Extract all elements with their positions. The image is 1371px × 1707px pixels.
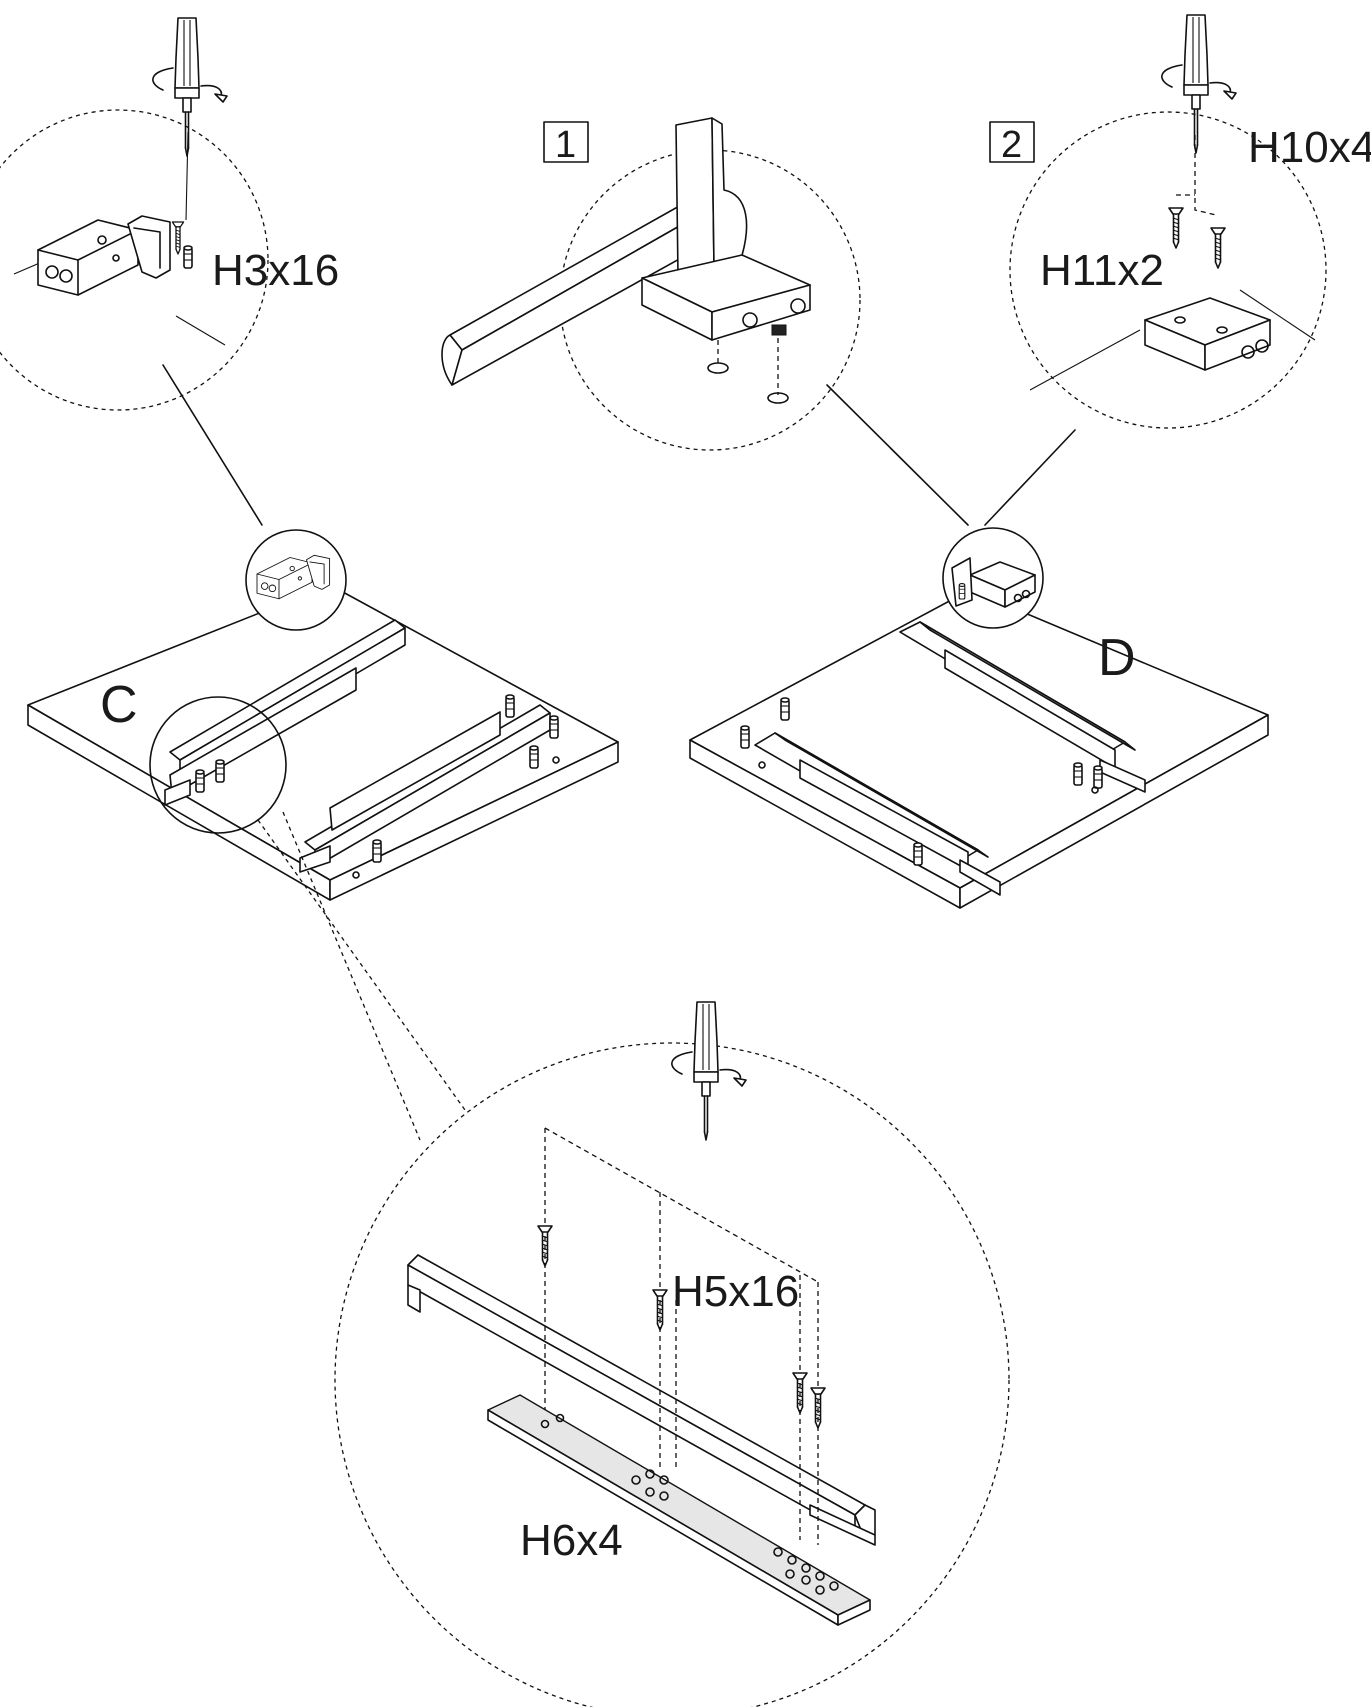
step-number-1: 1: [555, 124, 576, 166]
screwdriver-icon: [1161, 14, 1237, 154]
panel-c: C: [27, 584, 619, 901]
drawer-rail: [299, 704, 551, 873]
leader-line: [984, 429, 1076, 526]
drawer-rail: [899, 621, 1146, 793]
screw-icon: [171, 221, 185, 255]
detail-circle-d-top: [942, 527, 1044, 629]
step-number-2: 2: [1001, 124, 1022, 166]
dowel-icon: [549, 715, 559, 739]
screwdriver-icon: [671, 1001, 747, 1141]
zoom-circle-step2: 2 H10x4 H11x2: [989, 14, 1371, 429]
dowel-icon: [372, 839, 382, 863]
rail-holes: [540, 1413, 839, 1595]
dowel-icon: [1093, 765, 1103, 789]
zoom-projection: [257, 819, 466, 1111]
zoom-circle-rail: H5x16 H6x4: [334, 1001, 1010, 1707]
plate-bracket: [1144, 297, 1271, 371]
zoom-circle-step1: 1: [441, 117, 861, 451]
dowel-icon: [183, 245, 193, 269]
screw-icon: [1168, 207, 1184, 249]
dowel-icon: [195, 769, 205, 793]
detail-circle-c-top: [245, 529, 347, 631]
part-label-h6: H6x4: [520, 1516, 623, 1565]
screwdriver-icon: [152, 17, 228, 157]
screw-icon: [1210, 227, 1226, 269]
leader-line: [826, 384, 969, 526]
hinge-bracket: [37, 215, 171, 296]
dowel-icon: [529, 745, 539, 769]
dowel-icon: [215, 759, 225, 783]
dowel-icon: [740, 725, 750, 749]
dowel-icon: [913, 842, 923, 866]
panel-label-d: D: [1098, 629, 1136, 687]
panel-label-c: C: [100, 676, 138, 734]
drawer-rail: [754, 732, 1001, 896]
zoom-circle-h3: H3x16: [0, 17, 339, 411]
part-label-h5: H5x16: [672, 1267, 799, 1316]
detail-circle-c-rail: [149, 696, 287, 834]
leader-line: [162, 364, 263, 526]
dowel-icon: [1073, 762, 1083, 786]
dowel-icon: [505, 694, 515, 718]
part-label-h11: H11x2: [1040, 246, 1164, 295]
dowel-icon: [780, 697, 790, 721]
handle-bar: [441, 199, 705, 386]
zoom-projection: [282, 811, 421, 1141]
part-label-h3: H3x16: [212, 246, 339, 295]
part-label-h10: H10x4: [1248, 123, 1371, 172]
panel-d: D: [689, 589, 1269, 909]
